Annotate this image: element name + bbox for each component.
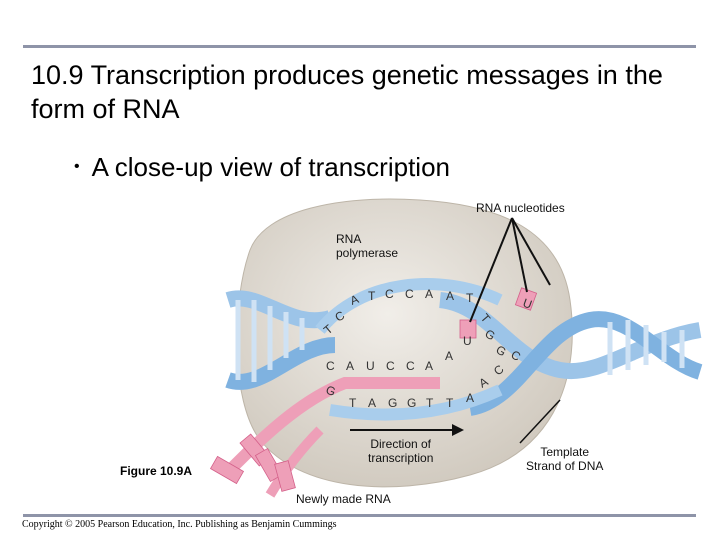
base-letter: U: [366, 359, 375, 373]
figure-label: Figure 10.9A: [120, 464, 193, 478]
rna-nucleotides-label: RNA nucleotides: [476, 201, 565, 215]
base-letter: C: [385, 287, 394, 301]
dna-template-strand: [329, 384, 503, 421]
newly-made-rna-strand: [209, 377, 440, 498]
base-letter: A: [466, 391, 474, 405]
copyright-text: Copyright © 2005 Pearson Education, Inc.…: [22, 519, 337, 530]
slide-title: 10.9 Transcription produces genetic mess…: [31, 60, 663, 124]
template-label: Template Strand of DNA: [526, 445, 603, 473]
base-letter: C: [405, 287, 414, 301]
base-letter: G: [324, 383, 338, 399]
template-pointer-line: [519, 399, 561, 444]
rna-polymerase-shape: [236, 198, 573, 488]
bottom-rule: [23, 514, 696, 517]
base-letter: A: [346, 359, 354, 373]
base-letter: C: [386, 359, 395, 373]
base-letter: C: [326, 359, 335, 373]
dna-right-helix: [438, 292, 703, 416]
base-letter: A: [445, 349, 453, 363]
bullet-item: • A close-up view of transcription: [74, 152, 450, 183]
top-rule: [23, 45, 696, 48]
template-label-line2: Strand of DNA: [526, 459, 604, 473]
free-rna-nucleotides: [459, 287, 538, 339]
rna-strand-bases: C A U C C A: [326, 359, 433, 373]
bullet-dot-icon: •: [74, 158, 80, 175]
dna-top-strand: [315, 278, 503, 334]
dna-left-helix: [225, 290, 336, 390]
template-label-line1: Template: [540, 445, 590, 459]
base-letter: A: [425, 287, 433, 301]
rna-polymerase-label-line1: RNA: [336, 232, 362, 246]
direction-label: Direction of transcription: [368, 437, 433, 465]
base-letter: A: [425, 359, 433, 373]
base-letter: T: [466, 291, 474, 305]
base-letter: G: [407, 396, 416, 410]
base-letter: T: [349, 396, 357, 410]
bullet-text: A close-up view of transcription: [91, 152, 450, 182]
rna-nucleotides-pointer-lines: [469, 217, 551, 323]
rna-polymerase-label-line2: polymerase: [336, 246, 399, 260]
base-letter: T: [426, 396, 434, 410]
rna-polymerase-label: RNA polymerase: [336, 232, 398, 260]
base-letter: C: [406, 359, 415, 373]
base-letter: U: [463, 334, 472, 348]
base-letter: G: [388, 396, 397, 410]
base-letter: T: [368, 289, 376, 303]
direction-label-line2: transcription: [368, 451, 434, 465]
base-letter: A: [446, 289, 454, 303]
template-strand-bases: G T A G G T T A: [324, 383, 474, 410]
base-letter: A: [368, 396, 376, 410]
newly-made-rna-label: Newly made RNA: [296, 492, 391, 506]
direction-arrow: [350, 424, 464, 436]
direction-label-line1: Direction of: [370, 437, 432, 451]
base-letter: T: [446, 396, 454, 410]
